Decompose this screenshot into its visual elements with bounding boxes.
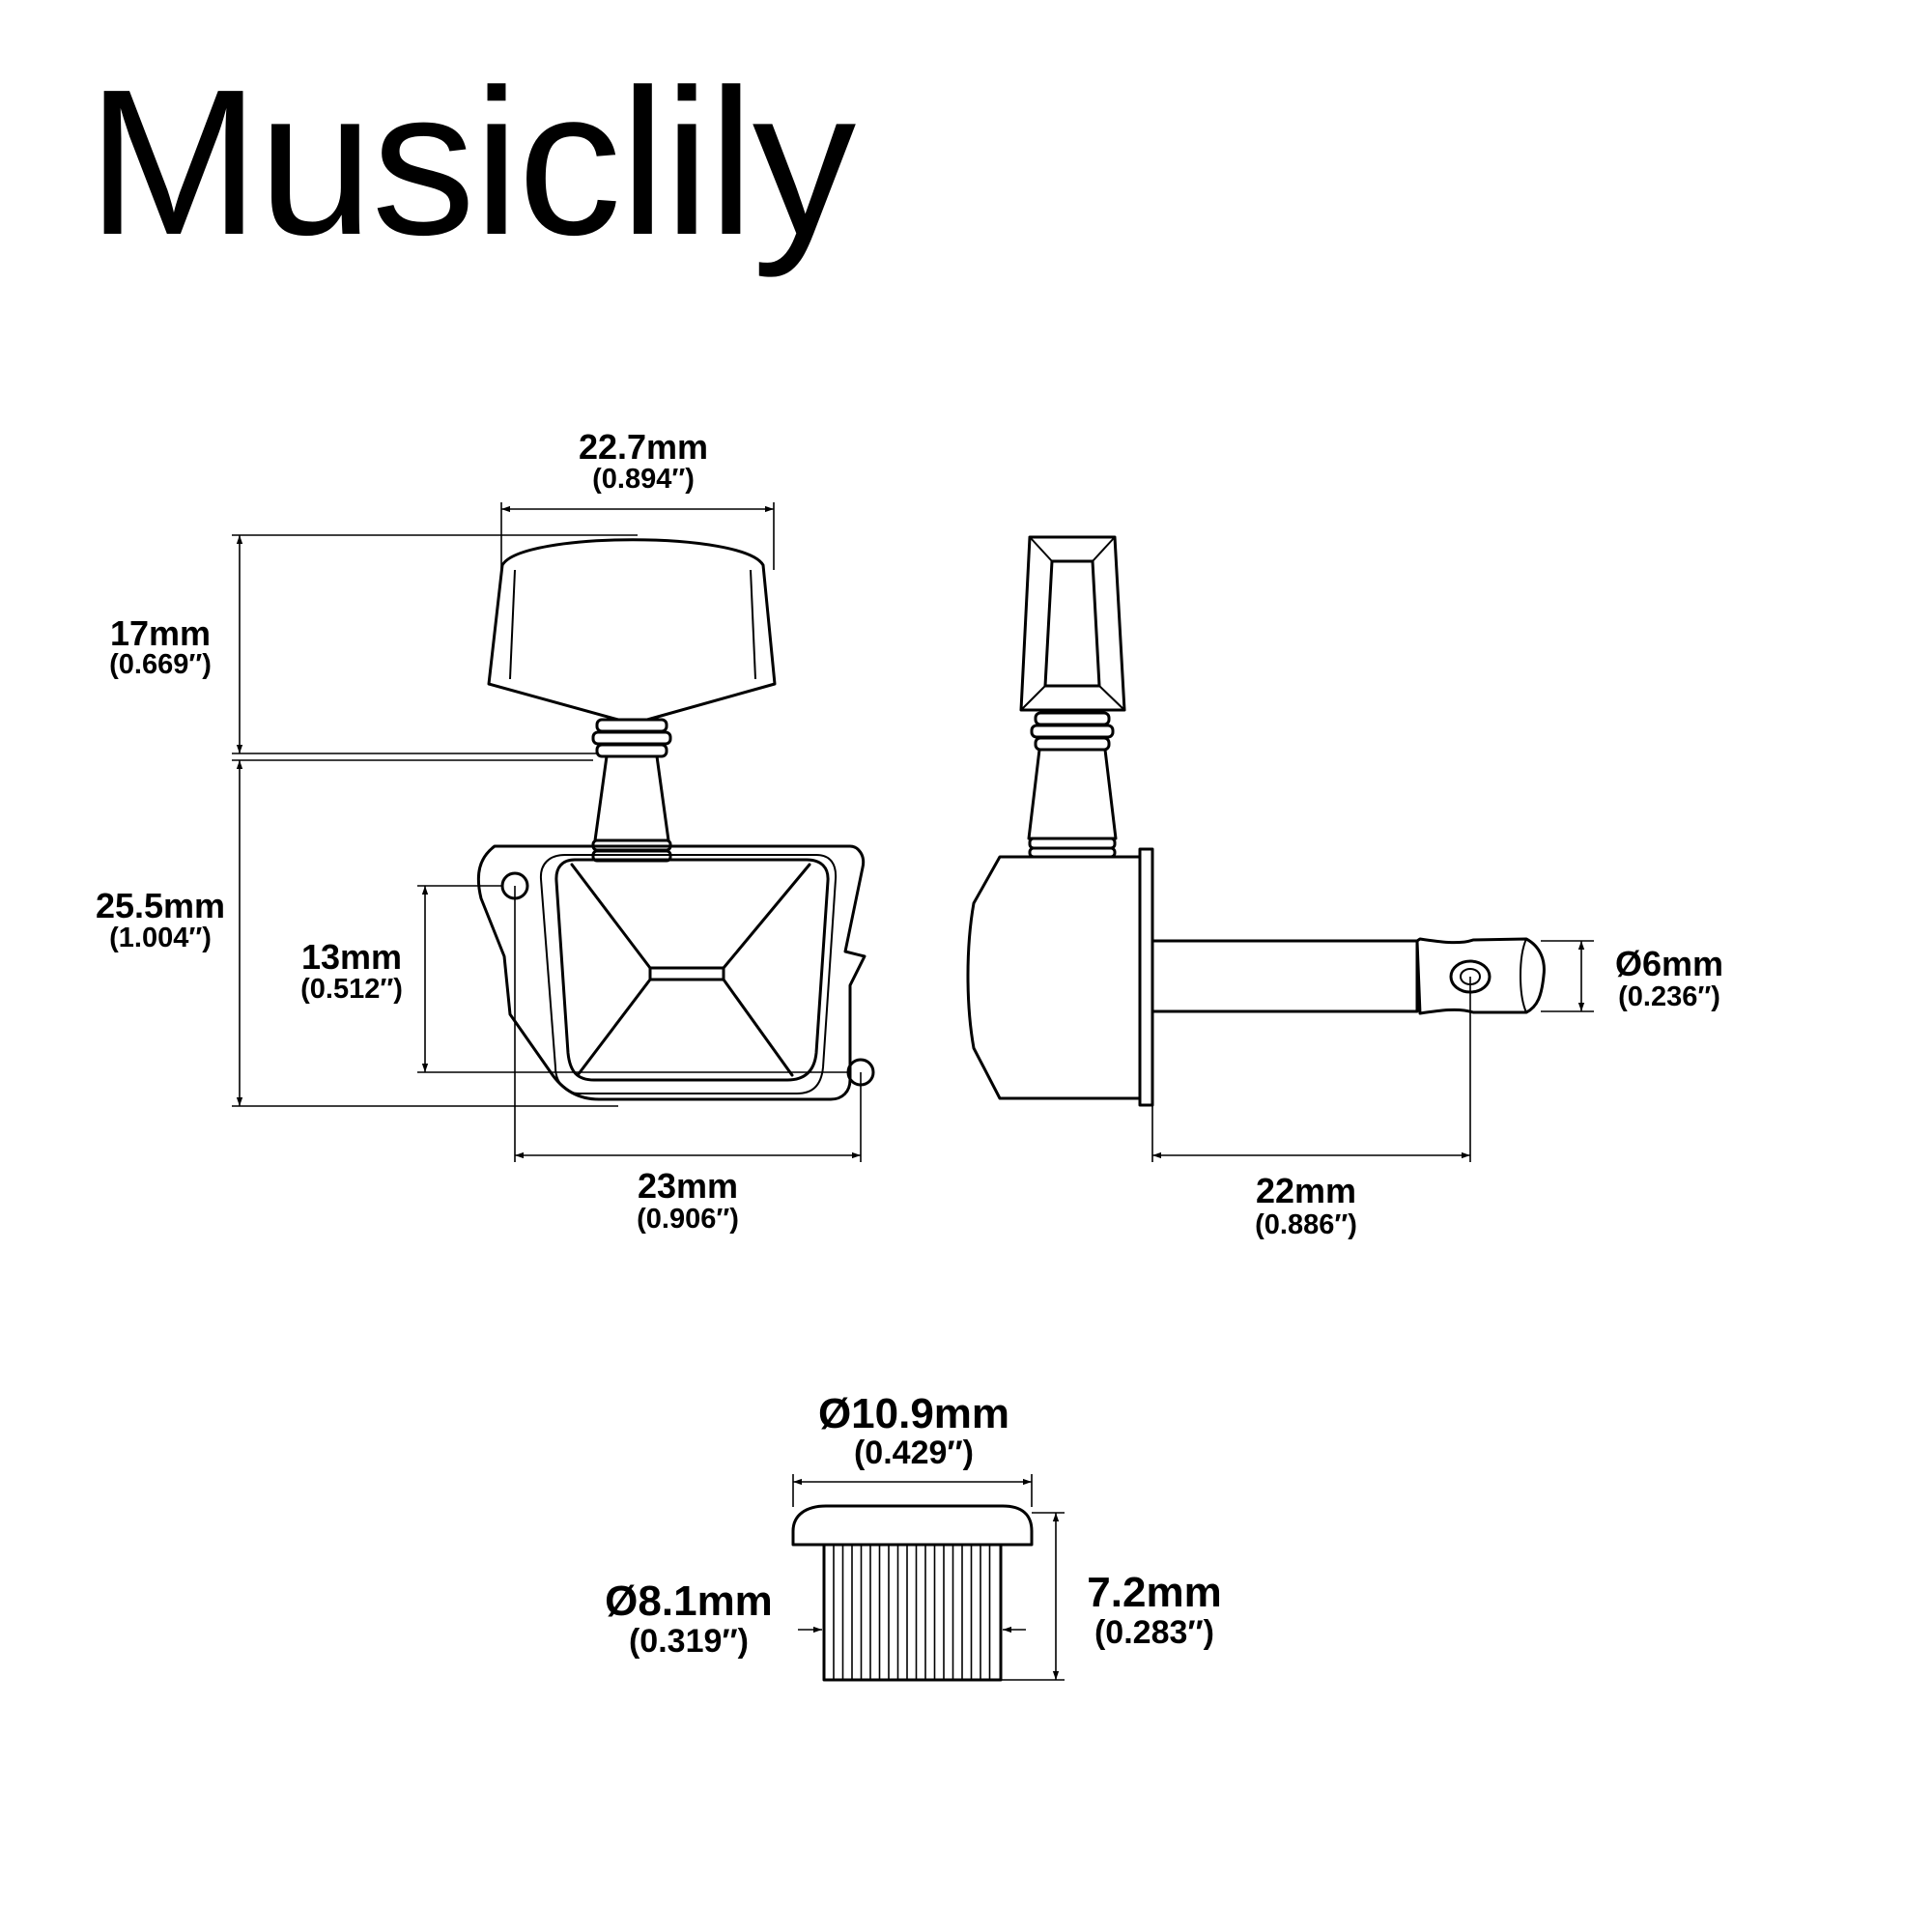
- button-height-mm: 17mm: [110, 613, 211, 653]
- hole-spacing-horizontal-mm: 23mm: [638, 1166, 738, 1206]
- housing-height-in: (1.004″): [109, 923, 212, 953]
- hole-spacing-vertical-mm: 13mm: [301, 937, 402, 977]
- dimension-body-diameter: Ø8.1mm (0.319″): [605, 1577, 1026, 1660]
- dimension-post-diameter: Ø6mm (0.236″): [1541, 940, 1723, 1012]
- side-button: [1019, 535, 1126, 712]
- post-diameter-in: (0.236″): [1618, 981, 1720, 1012]
- side-view: [966, 535, 1546, 1107]
- brand-logo: Musiclily: [87, 45, 856, 278]
- button-edge-right: [750, 569, 756, 680]
- post-length-mm: 22mm: [1256, 1171, 1356, 1210]
- side-post-groove: [1520, 938, 1527, 1013]
- side-button-bevel: [1043, 559, 1101, 688]
- hole-spacing-horizontal-in: (0.906″): [637, 1204, 739, 1235]
- side-housing: [966, 855, 1142, 1100]
- dimension-hole-spacing-horizontal: 23mm (0.906″): [514, 886, 862, 1235]
- bushing-view: [791, 1504, 1034, 1682]
- side-shaft-base: [1028, 837, 1117, 859]
- front-shaft: [593, 754, 670, 842]
- front-view: [476, 538, 875, 1101]
- dimension-cap-diameter: Ø10.9mm (0.429″): [792, 1390, 1033, 1507]
- front-housing-inner: [539, 854, 838, 1094]
- side-post-tip: [1415, 937, 1546, 1015]
- body-diameter-mm: Ø8.1mm: [605, 1577, 773, 1625]
- side-flange: [1138, 847, 1154, 1107]
- front-gear-facets: [570, 863, 811, 1077]
- dimension-button-width: 22.7mm (0.894″): [500, 427, 775, 570]
- housing-height-mm: 25.5mm: [96, 886, 225, 925]
- side-shaft: [1027, 748, 1118, 840]
- dimension-post-length: 22mm (0.886″): [1151, 977, 1471, 1240]
- side-collar: [1030, 711, 1115, 752]
- front-gear-top-face: [648, 966, 725, 981]
- button-width-mm: 22.7mm: [579, 427, 708, 467]
- button-height-in: (0.669″): [109, 649, 212, 680]
- post-length-in: (0.886″): [1255, 1209, 1357, 1240]
- side-string-post: [1151, 939, 1419, 1013]
- cap-diameter-mm: Ø10.9mm: [818, 1390, 1009, 1437]
- button-width-in: (0.894″): [592, 464, 695, 495]
- bushing-knurling: [833, 1546, 991, 1679]
- button-edge-left: [509, 569, 516, 680]
- front-shaft-base: [591, 838, 672, 863]
- bushing-body: [822, 1543, 1003, 1682]
- hole-spacing-vertical-in: (0.512″): [300, 974, 403, 1005]
- dimension-housing-height: 25.5mm (1.004″): [96, 759, 618, 1107]
- body-diameter-in: (0.319″): [629, 1623, 749, 1660]
- dimension-hole-spacing-vertical: 13mm (0.512″): [300, 885, 848, 1073]
- bushing-height-in: (0.283″): [1094, 1614, 1214, 1651]
- front-housing-plate: [476, 844, 867, 1101]
- post-diameter-mm: Ø6mm: [1615, 944, 1723, 983]
- front-collar: [591, 718, 672, 758]
- bushing-cap: [791, 1504, 1034, 1547]
- cap-diameter-in: (0.429″): [854, 1435, 974, 1471]
- bushing-height-mm: 7.2mm: [1087, 1569, 1221, 1616]
- front-button-outline: [487, 538, 777, 722]
- front-gear-cover: [554, 858, 830, 1082]
- side-button-facets: [1020, 536, 1125, 711]
- dimension-button-height: 17mm (0.669″): [109, 534, 638, 754]
- dimension-bushing-height: 7.2mm (0.283″): [1001, 1512, 1222, 1681]
